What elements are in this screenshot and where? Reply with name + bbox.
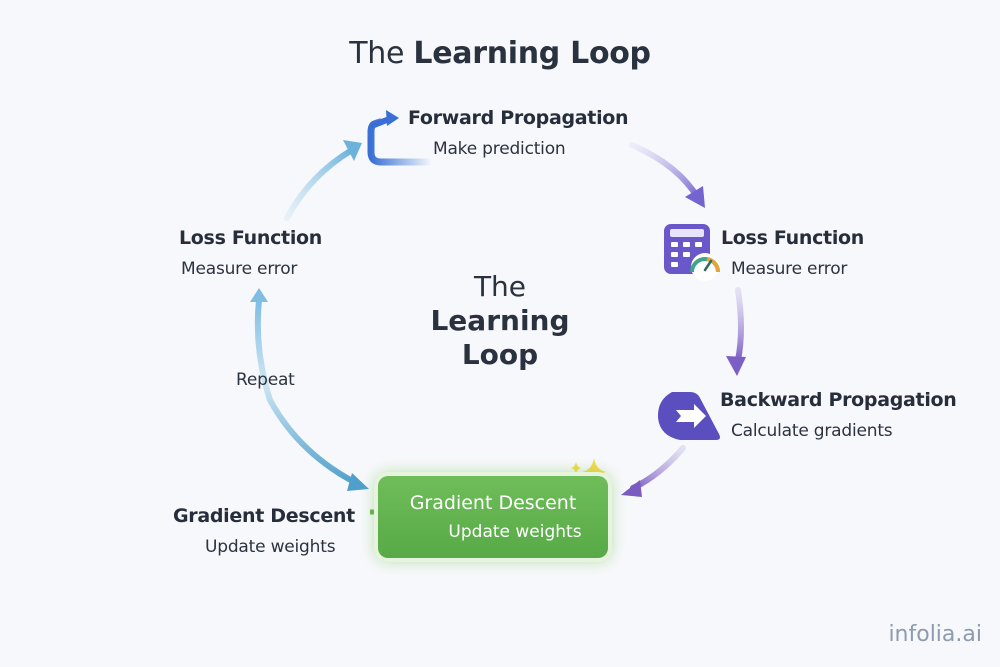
gradient-box-title: Gradient Descent [409, 492, 577, 514]
arrow-repeat-arc [254, 297, 363, 488]
arrowhead-repeat-up [250, 288, 268, 302]
brand-watermark: infolia.ai [888, 622, 982, 647]
repeat-label: Repeat [236, 370, 295, 390]
loss-right-subtitle: Measure error [731, 259, 848, 279]
center-label: The Learning Loop [400, 270, 600, 372]
arrow-forward-to-loss [629, 142, 701, 201]
backward-subtitle: Calculate gradients [731, 421, 893, 441]
arrow-loss-to-backward [735, 287, 744, 363]
gradient-box-subtitle: Update weights [448, 522, 582, 542]
arrowhead-forward-to-loss [685, 186, 705, 208]
gradient-left-title: Gradient Descent [173, 505, 355, 527]
back-arrow-tag-icon [657, 392, 720, 440]
loss-right-title: Loss Function [721, 227, 865, 249]
arrowhead-repeat-down [347, 473, 369, 491]
sparkle-icon [571, 458, 606, 486]
title-bold: Learning Loop [413, 36, 651, 71]
loss-left-title: Loss Function [179, 227, 323, 249]
center-line-3: Loop [461, 338, 539, 371]
forward-subtitle: Make prediction [433, 139, 566, 159]
loop-arrow-icon [367, 110, 436, 166]
arrowhead-loss-to-backward [726, 356, 746, 376]
gradient-descent-box: Gradient Descent Update weights [378, 476, 608, 558]
gradient-left-subtitle: Update weights [205, 537, 336, 557]
center-line-1: The [473, 270, 527, 303]
backward-title: Backward Propagation [720, 389, 957, 411]
arrow-backward-to-gradient [630, 445, 686, 491]
arrowhead-backward-to-gradient [621, 480, 642, 497]
title-prefix: The [349, 36, 405, 71]
arrow-loss-to-forward [284, 147, 355, 221]
center-line-2: Learning [430, 304, 570, 337]
arrowhead-loss-to-forward [343, 140, 362, 161]
forward-title: Forward Propagation [408, 107, 629, 129]
loss-left-subtitle: Measure error [181, 259, 298, 279]
calculator-gauge-icon [664, 224, 721, 281]
page-title: The Learning Loop [0, 36, 1000, 71]
